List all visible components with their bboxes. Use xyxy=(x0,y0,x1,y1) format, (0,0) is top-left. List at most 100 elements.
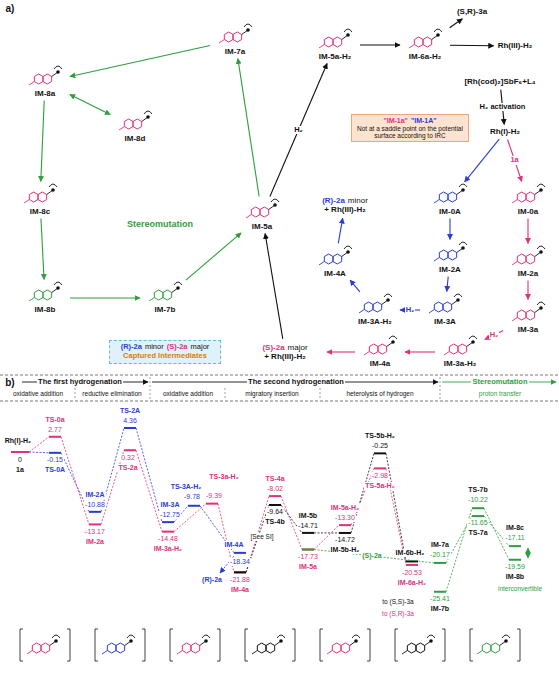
molecule-glyph xyxy=(444,336,477,355)
rhodium-atom xyxy=(56,287,60,291)
ring-bond xyxy=(414,37,423,47)
ring-bond xyxy=(333,254,342,264)
substituent-bond xyxy=(149,298,154,302)
node-text: IM-3a xyxy=(505,325,551,334)
molecule-glyph xyxy=(434,184,467,203)
transition-structure xyxy=(395,629,445,661)
energy-value: -18.34 xyxy=(229,558,251,566)
molecule-drawing xyxy=(437,335,483,359)
rhodium-atom xyxy=(456,299,460,303)
edge-label: 1a xyxy=(509,156,519,164)
diagram-label: b) xyxy=(4,377,15,388)
ligand-arc xyxy=(352,635,360,638)
reaction-arrow xyxy=(508,139,522,181)
molecule-drawing xyxy=(427,183,473,207)
intermediate-box: IM-0a xyxy=(505,183,551,216)
ring-bond xyxy=(517,192,526,202)
rhodium-atom xyxy=(246,29,250,33)
molecule-glyph xyxy=(429,294,462,313)
diagram-label: The second hydrogenation xyxy=(247,378,345,386)
bracket xyxy=(20,629,70,661)
energy-value: -17.11 xyxy=(504,534,525,542)
energy-value: -10.88 xyxy=(84,501,106,509)
rhodium-atom xyxy=(539,189,543,193)
transition-structure xyxy=(20,629,70,661)
substituent-bond xyxy=(24,200,29,204)
ring-bond xyxy=(526,192,535,202)
ring-bond xyxy=(233,32,242,42)
ligand-arc xyxy=(127,635,135,638)
diagram-label: IM-3a-H₂ xyxy=(153,545,183,553)
substituent-bond xyxy=(429,310,434,314)
energy-level xyxy=(124,427,136,429)
transition-structure xyxy=(320,629,370,661)
diagram-label: TS-2a xyxy=(117,464,138,472)
node-text: "IM-1a" xyxy=(383,117,408,125)
edge-label: H₂ xyxy=(489,331,500,339)
stage-separator xyxy=(75,388,76,400)
diagram-label: [See SI] xyxy=(249,533,274,540)
reaction-arrow xyxy=(70,297,140,298)
energy-level xyxy=(302,549,314,551)
intermediate-box: IM-3a-H₂ xyxy=(437,335,483,368)
molecule-drawing xyxy=(402,28,448,52)
molecule-drawing xyxy=(239,198,285,222)
ring-bond xyxy=(191,643,200,653)
energy-level xyxy=(434,591,446,593)
stage-separator xyxy=(320,388,321,400)
energy-value: 0.32 xyxy=(120,454,136,462)
diagram-label: TS-0A xyxy=(44,466,66,474)
ring-bond xyxy=(260,207,269,217)
intermediate-box: IM-3a xyxy=(505,301,551,334)
molecule-glyph xyxy=(409,29,442,48)
rhodium-atom xyxy=(429,639,433,643)
substituent-bond xyxy=(364,352,369,356)
ligand-arc xyxy=(537,302,545,305)
energy-connector xyxy=(61,437,89,525)
molecule-drawing xyxy=(422,293,468,317)
ligand-arc xyxy=(277,635,285,638)
node-text: minor xyxy=(145,343,164,352)
intermediate-box: IM-5a xyxy=(239,198,285,231)
ring-bond xyxy=(517,310,526,320)
rhodium-atom xyxy=(56,71,60,75)
substituent-bond xyxy=(27,651,32,655)
energy-value: 1a xyxy=(15,466,25,474)
energy-level xyxy=(302,532,314,534)
intermediate-box: IM-8b xyxy=(22,281,68,314)
diagram-label: migratory insertion xyxy=(244,390,299,397)
node-text: IM-5a xyxy=(239,222,285,231)
diagram-label: IM-7a xyxy=(430,541,450,549)
reaction-arrow xyxy=(327,351,355,352)
interconversion-arrow xyxy=(528,548,529,558)
molecule-drawing xyxy=(17,183,63,207)
substituent-bond xyxy=(102,651,107,655)
ligand-arc xyxy=(427,635,435,638)
substituent-bond xyxy=(359,310,364,314)
energy-level xyxy=(509,545,521,547)
node-text: IM-4A xyxy=(312,269,358,278)
energy-value: -14.71 xyxy=(297,522,319,530)
molecule-glyph xyxy=(149,282,182,301)
node-text: IM-0a xyxy=(505,207,551,216)
molecule-drawing xyxy=(22,281,68,305)
diagram-label: to (S,S)-3a xyxy=(381,598,414,605)
molecule-glyph xyxy=(364,336,397,355)
energy-level xyxy=(89,511,101,513)
ring-bond xyxy=(439,192,448,202)
rhodium-atom xyxy=(471,341,475,345)
edge-label: H₂ xyxy=(293,126,304,134)
intermediate-box: IM-7a xyxy=(212,23,258,56)
molecule-glyph xyxy=(246,199,279,218)
species-label-box: Rh(I)-H₂ xyxy=(488,126,522,137)
ligand-arc xyxy=(389,336,397,339)
energy-level xyxy=(124,449,136,451)
substituent-bond xyxy=(512,318,517,322)
diagram-label: TS-7b xyxy=(467,486,488,494)
node-text: IM-8a xyxy=(22,89,68,98)
node-text: Not at a saddle point on the potential s… xyxy=(355,125,465,140)
diagram-label: IM-6a-H₂ xyxy=(397,579,427,587)
molecule-drawing xyxy=(352,293,398,317)
ring-bond xyxy=(443,302,452,312)
energy-level xyxy=(509,559,521,561)
